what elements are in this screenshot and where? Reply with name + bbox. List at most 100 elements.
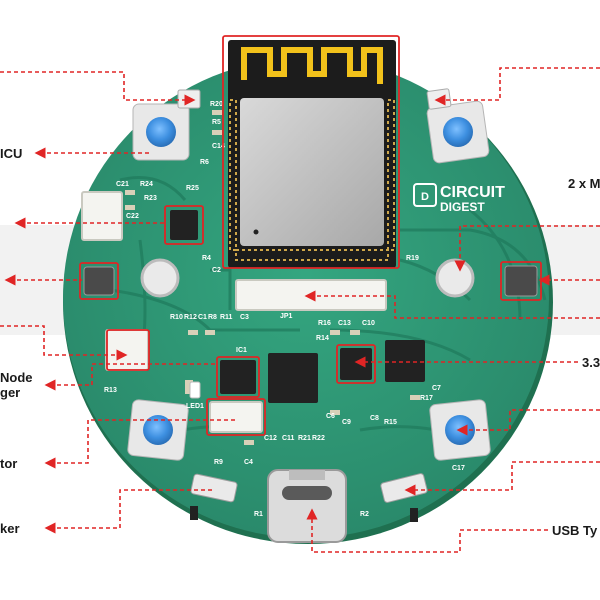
silk-c9: C9 [342,419,351,426]
silk-c13: C13 [338,320,351,327]
label-node: Node [0,370,33,385]
label-speaker: ker [0,521,20,536]
logo-line1: CIRCUIT [440,184,505,201]
callout-line-connector [0,325,128,361]
mounting-hole-right [435,258,475,298]
callout-line-motor [44,419,236,469]
silk-r6: R6 [200,159,209,166]
silk-r12: R12 [184,314,197,321]
highlight-esp32 [222,35,400,269]
label-regulator: 3.3 [582,355,600,370]
callout-lines [0,67,600,553]
ic-regulator [340,348,372,380]
button-bottom-right [429,399,491,461]
label-mic: 2 x M [568,176,600,191]
highlight-charger [216,356,260,398]
connector-long [235,279,387,311]
silk-r21: R21 [298,435,311,442]
silk-r11: R11 [220,314,233,321]
silk-r5: R5 [212,119,221,126]
silk-r13: R13 [104,387,117,394]
button-top-right [426,100,490,164]
callout-line-mic-middle [454,225,600,272]
silk-r16: R16 [318,320,331,327]
silk-r19: R19 [406,255,419,262]
silk-c2: C2 [212,267,221,274]
silkscreen: C15 R20 R5 C14 R6 C21 R24 R23 R25 C22 R1… [104,69,465,518]
callout-line-switch-right [404,461,600,496]
silk-r1: R1 [254,511,263,518]
silk-r20: R20 [210,101,223,108]
silk-c14: C14 [212,143,225,150]
ics [170,210,425,403]
svg-text:D: D [421,191,429,203]
highlight-connector-bottom [206,398,266,436]
highlight-mic-left [79,262,119,300]
silk-c17: C17 [452,465,465,472]
ic-small-left [170,210,198,240]
callout-line-usb [306,508,548,553]
silk-r9: R9 [214,459,223,466]
silk-r23: R23 [144,195,157,202]
reset-button-right [426,88,452,110]
silk-c7: C7 [432,385,441,392]
silk-r2: R2 [360,511,369,518]
smd-passives [125,110,420,445]
switch-left [190,473,238,503]
button-bottom-left [127,399,189,461]
connector-left-top [81,191,123,241]
logo-line2: DIGEST [440,200,485,214]
callout-line-long-connector [304,290,600,319]
silk-c21: C21 [116,181,129,188]
label-mcu: ICU [0,146,23,161]
led1 [189,381,201,399]
silk-r24: R24 [140,181,153,188]
button-top-left [132,103,190,161]
silk-c22: C22 [126,213,139,220]
label-usb: USB Ty [552,523,598,538]
silk-led1: LED1 [186,403,204,410]
esp32-module [228,40,396,268]
mic-left [83,266,115,296]
silk-c8: C8 [370,415,379,422]
label-charger: ger [0,385,21,400]
callout-line-top-right [434,67,600,106]
ic-large-right [385,340,425,382]
silk-r10: R10 [170,314,183,321]
rf-shield [240,98,384,246]
connector-bottom [209,401,263,433]
ic-charger [220,360,256,394]
silk-r4: R4 [202,255,211,262]
callout-line-top-left [0,71,196,106]
silk-c4: C4 [244,459,253,466]
microphones [83,265,538,297]
silk-c1: C1 [198,314,207,321]
module-pins [229,99,395,261]
silk-c11: C11 [282,435,295,442]
silk-r15: R15 [384,419,397,426]
highlight-ic-small [164,205,204,245]
mic-right [504,265,538,297]
label-motor: tor [0,456,18,471]
callout-line-button-br [456,409,600,436]
silk-c12: C12 [264,435,277,442]
silk-r8: R8 [208,314,217,321]
callout-line-speaker [44,489,214,534]
silk-r14: R14 [316,335,329,342]
silk-r17: R17 [420,395,433,402]
silk-ic1: IC1 [236,347,247,354]
silk-r22: R22 [312,435,325,442]
mounting-hole-left [140,258,180,298]
ic-main [268,353,318,403]
circuit-digest-logo: D CIRCUIT DIGEST [413,183,505,214]
antenna-trace [241,47,383,84]
highlight-regulator [336,344,376,384]
silk-jp1: JP1 [280,313,293,320]
silk-c15: C15 [202,69,215,76]
usb-c-port [267,469,347,543]
highlight-connector [106,329,150,371]
highlight-boxes [79,35,542,436]
silk-r25: R25 [186,185,199,192]
silk-c3: C3 [240,314,249,321]
silk-c10: C10 [362,320,375,327]
